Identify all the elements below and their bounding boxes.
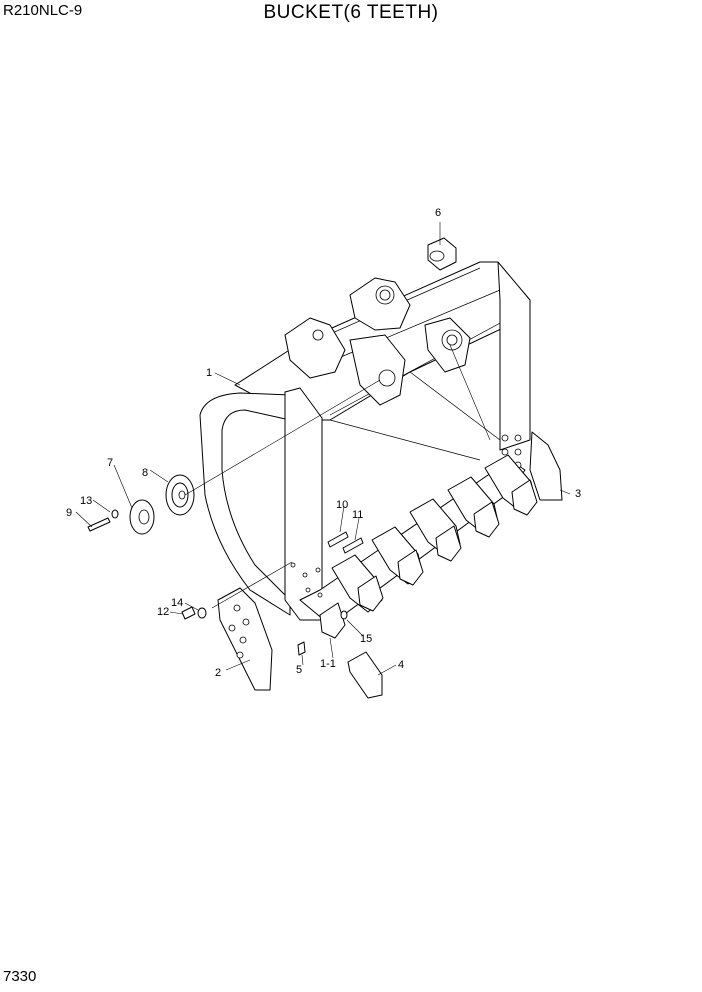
leader-lines bbox=[75, 222, 571, 676]
page-number: 7330 bbox=[3, 968, 37, 985]
assembly-centerline bbox=[184, 344, 491, 609]
callout-numbers: 6 1 8 7 13 9 10 11 3 14 12 2 5 1-1 15 4 bbox=[66, 207, 581, 679]
callout-12: 12 bbox=[157, 606, 169, 618]
callout-9: 9 bbox=[66, 507, 72, 519]
callout-10: 10 bbox=[336, 499, 348, 511]
callout-1-1: 1-1 bbox=[320, 658, 336, 670]
callout-6: 6 bbox=[435, 207, 441, 219]
boss-assembly bbox=[87, 474, 195, 535]
callout-7: 7 bbox=[107, 457, 113, 469]
callout-3: 3 bbox=[575, 488, 581, 500]
callout-5: 5 bbox=[296, 664, 302, 676]
callout-14: 14 bbox=[171, 597, 183, 609]
side-cutter-left bbox=[217, 587, 273, 691]
callout-13: 13 bbox=[80, 495, 92, 507]
bushing bbox=[427, 237, 457, 271]
callout-11: 11 bbox=[352, 509, 363, 521]
tooth-adapters bbox=[319, 454, 538, 639]
bucket-body bbox=[199, 261, 531, 626]
tooth-tip bbox=[347, 651, 383, 699]
callout-15: 15 bbox=[360, 633, 372, 645]
fasteners bbox=[181, 531, 364, 656]
callout-4: 4 bbox=[398, 659, 404, 671]
callout-8: 8 bbox=[142, 467, 148, 479]
callout-2: 2 bbox=[215, 667, 221, 679]
side-cutter-right bbox=[529, 431, 563, 501]
callout-1: 1 bbox=[206, 367, 212, 379]
page-title: BUCKET(6 TEETH) bbox=[263, 2, 439, 23]
model-code: R210NLC-9 bbox=[3, 2, 83, 19]
